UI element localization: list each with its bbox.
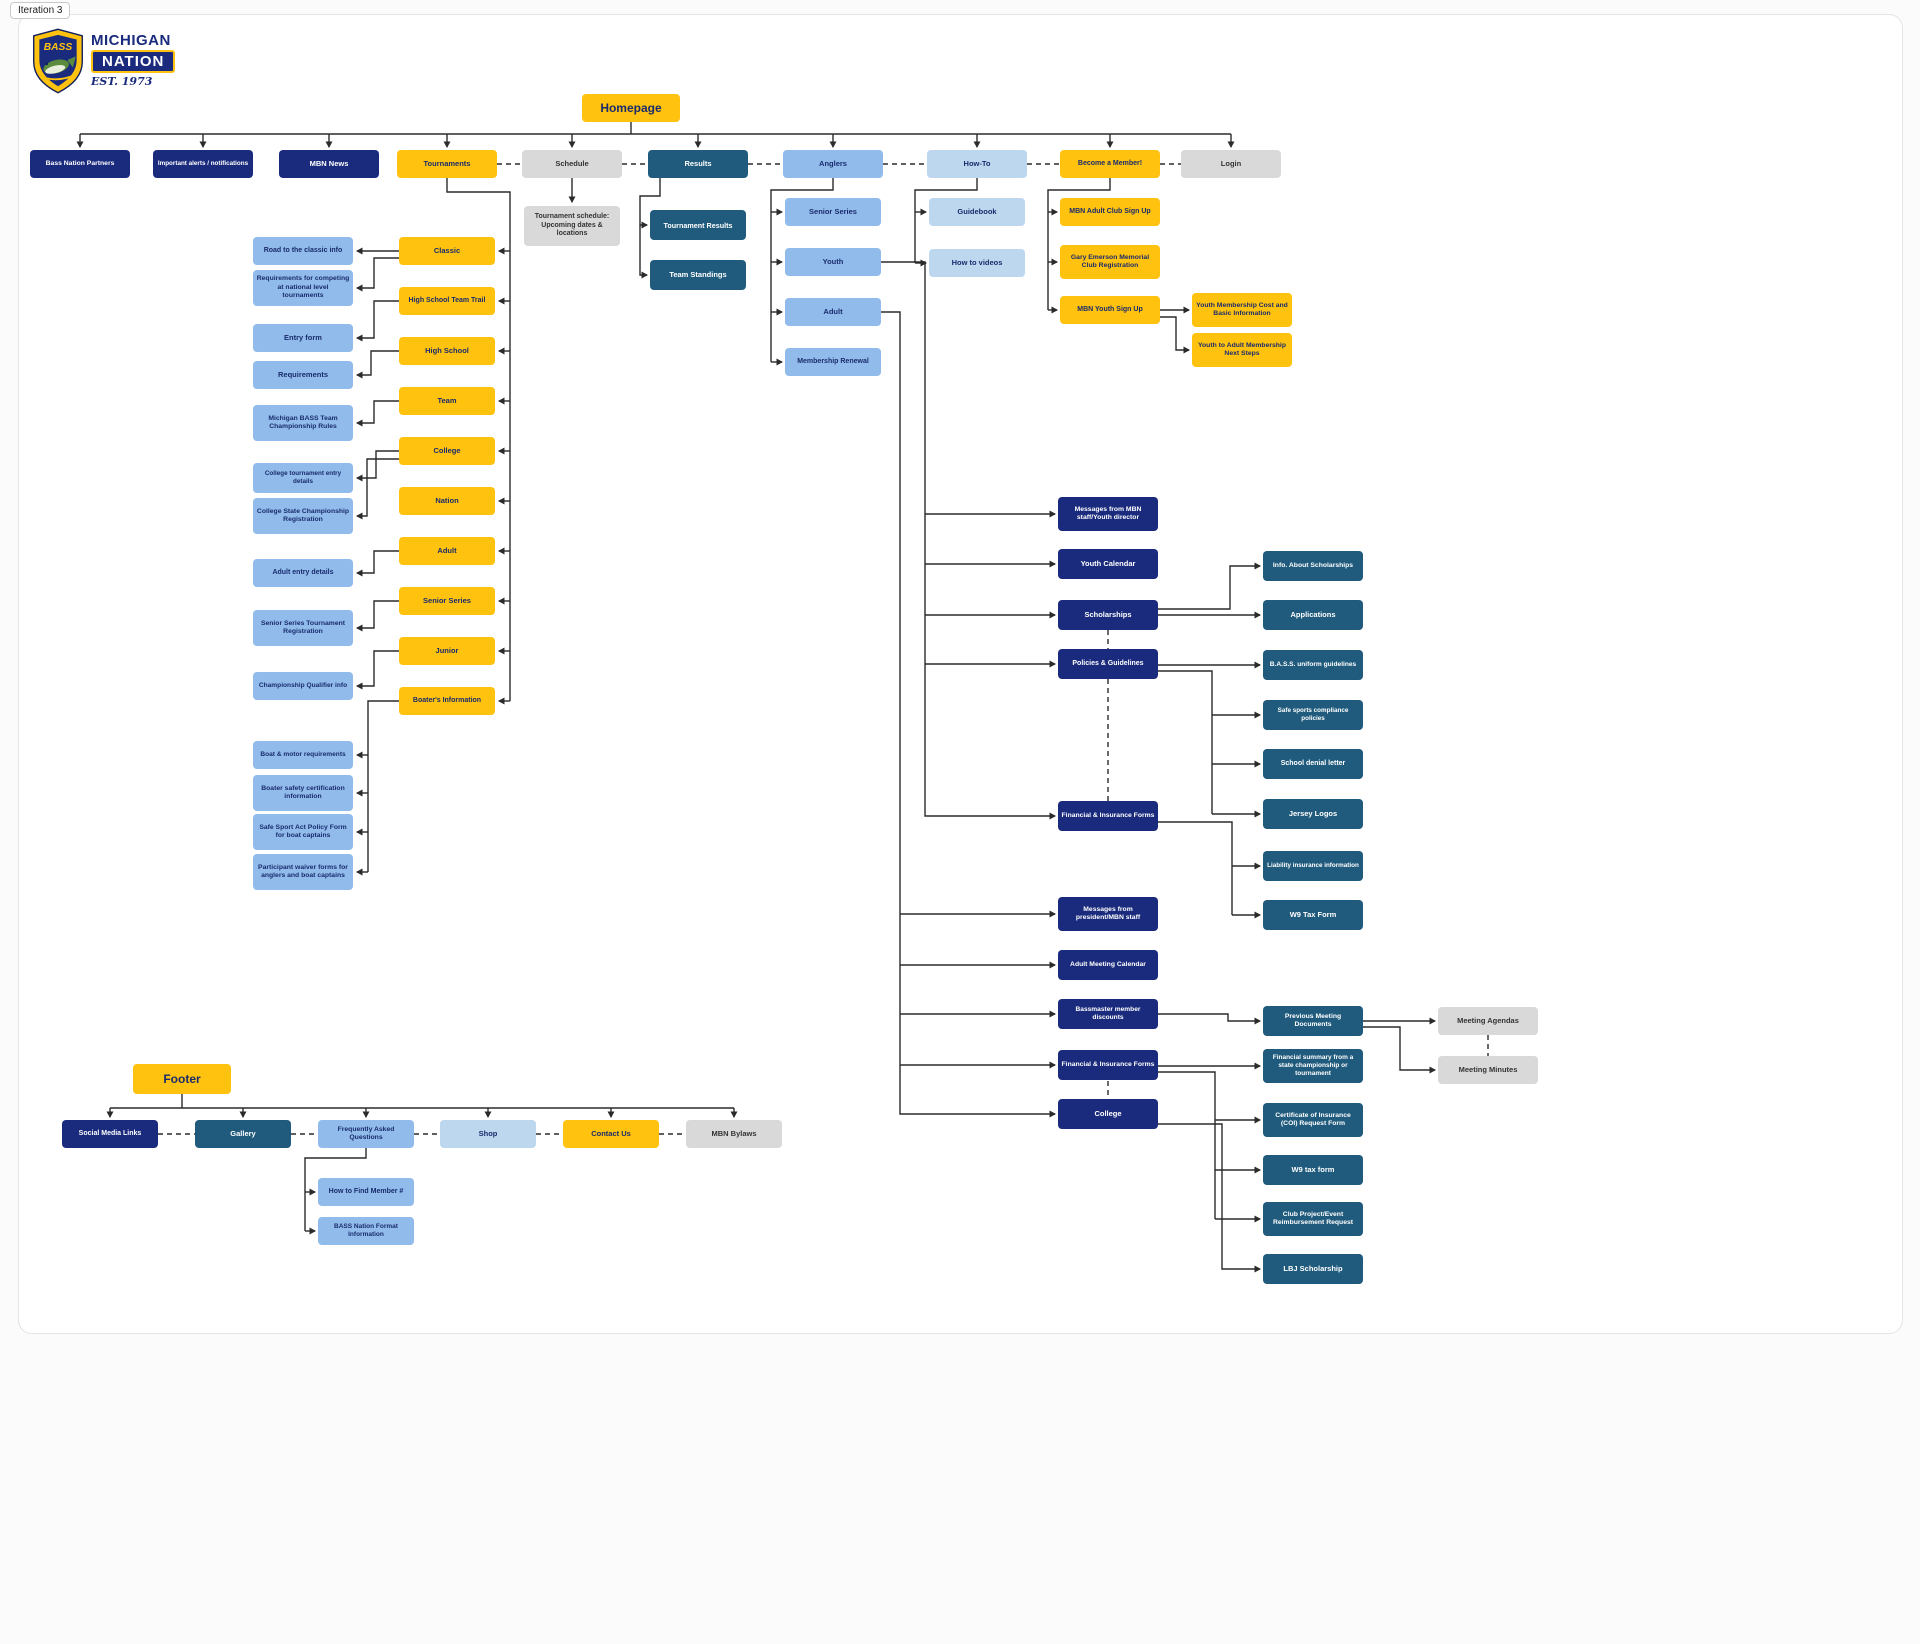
bass-fish-icon (40, 56, 76, 81)
node-lbj-scholarship[interactable]: LBJ Scholarship (1263, 1254, 1363, 1284)
node-tournaments[interactable]: Tournaments (397, 150, 497, 178)
node-fin-ins-youth[interactable]: Financial & Insurance Forms (1058, 801, 1158, 831)
node-social-media[interactable]: Social Media Links (62, 1120, 158, 1148)
node-shop[interactable]: Shop (440, 1120, 536, 1148)
logo-est-text: EST. 1973 (91, 75, 153, 88)
node-school-denial[interactable]: School denial letter (1263, 749, 1363, 779)
node-nation[interactable]: Nation (399, 487, 495, 515)
node-meeting-minutes[interactable]: Meeting Minutes (1438, 1056, 1538, 1084)
node-news[interactable]: MBN News (279, 150, 379, 178)
node-fin-ins-adult[interactable]: Financial & Insurance Forms (1058, 1050, 1158, 1080)
node-info-scholarships[interactable]: Info. About Scholarships (1263, 551, 1363, 581)
node-adult-meeting-cal[interactable]: Adult Meeting Calendar (1058, 950, 1158, 980)
node-college-t[interactable]: College (399, 437, 495, 465)
node-howto[interactable]: How-To (927, 150, 1027, 178)
node-policies[interactable]: Policies & Guidelines (1058, 649, 1158, 679)
node-adult-t[interactable]: Adult (399, 537, 495, 565)
node-senior-series-t[interactable]: Senior Series (399, 587, 495, 615)
node-college-state-reg[interactable]: College State Championship Registration (253, 498, 353, 534)
node-bass-uniform[interactable]: B.A.S.S. uniform guidelines (1263, 650, 1363, 680)
node-find-member[interactable]: How to Find Member # (318, 1178, 414, 1206)
node-entry-form[interactable]: Entry form (253, 324, 353, 352)
node-team-champ-rules[interactable]: Michigan BASS Team Championship Rules (253, 405, 353, 441)
node-requirements[interactable]: Requirements (253, 361, 353, 389)
node-college-entry[interactable]: College tournament entry details (253, 463, 353, 493)
node-youth-calendar[interactable]: Youth Calendar (1058, 549, 1158, 579)
node-scholarships[interactable]: Scholarships (1058, 600, 1158, 630)
node-bassmaster-discounts[interactable]: Bassmaster member discounts (1058, 999, 1158, 1029)
node-youth[interactable]: Youth (785, 248, 881, 276)
logo-michigan-text: MICHIGAN (91, 32, 171, 49)
logo-nation-text: NATION (91, 50, 176, 73)
node-tournament-results[interactable]: Tournament Results (650, 210, 746, 240)
node-membership-renewal[interactable]: Membership Renewal (785, 348, 881, 376)
node-college-a[interactable]: College (1058, 1099, 1158, 1129)
node-safe-sport-form[interactable]: Safe Sport Act Policy Form for boat capt… (253, 814, 353, 850)
node-gallery[interactable]: Gallery (195, 1120, 291, 1148)
node-coi-request[interactable]: Certificate of Insurance (COI) Request F… (1263, 1103, 1363, 1137)
node-w9-tax-2[interactable]: W9 tax form (1263, 1155, 1363, 1185)
node-adult-entry[interactable]: Adult entry details (253, 559, 353, 587)
node-howto-videos[interactable]: How to videos (929, 249, 1025, 277)
node-adult-a[interactable]: Adult (785, 298, 881, 326)
node-schedule[interactable]: Schedule (522, 150, 622, 178)
node-youth-next[interactable]: Youth to Adult Membership Next Steps (1192, 333, 1292, 367)
node-results[interactable]: Results (648, 150, 748, 178)
node-gary-emerson[interactable]: Gary Emerson Memorial Club Registration (1060, 245, 1160, 279)
node-team-standings[interactable]: Team Standings (650, 260, 746, 290)
node-meeting-agendas[interactable]: Meeting Agendas (1438, 1007, 1538, 1035)
logo-wordmark: MICHIGAN NATION EST. 1973 (91, 28, 176, 88)
shield-bass-text: BASS (44, 42, 73, 53)
node-boater-safety[interactable]: Boater safety certification information (253, 775, 353, 811)
node-fin-summary[interactable]: Financial summary from a state champions… (1263, 1049, 1363, 1083)
node-hs-team-trail[interactable]: High School Team Trail (399, 287, 495, 315)
node-bylaws[interactable]: MBN Bylaws (686, 1120, 782, 1148)
node-senior-series-a[interactable]: Senior Series (785, 198, 881, 226)
node-youth-cost[interactable]: Youth Membership Cost and Basic Informat… (1192, 293, 1292, 327)
node-team[interactable]: Team (399, 387, 495, 415)
node-senior-reg[interactable]: Senior Series Tournament Registration (253, 610, 353, 646)
node-w9-tax[interactable]: W9 Tax Form (1263, 900, 1363, 930)
node-champ-qualifier[interactable]: Championship Qualifier info (253, 672, 353, 700)
node-boat-motor[interactable]: Boat & motor requirements (253, 741, 353, 769)
node-club-reimb[interactable]: Club Project/Event Reimbursement Request (1263, 1202, 1363, 1236)
node-adult-club-signup[interactable]: MBN Adult Club Sign Up (1060, 198, 1160, 226)
node-road-classic[interactable]: Road to the classic info (253, 237, 353, 265)
bass-shield-icon: BASS (33, 28, 83, 94)
mbn-logo: BASS MICHIGAN NATION EST. 1973 (30, 28, 176, 94)
node-anglers[interactable]: Anglers (783, 150, 883, 178)
node-format-info[interactable]: BASS Nation Format Information (318, 1217, 414, 1245)
node-classic[interactable]: Classic (399, 237, 495, 265)
node-homepage[interactable]: Homepage (582, 94, 680, 122)
node-footer[interactable]: Footer (133, 1064, 231, 1094)
node-safe-sports[interactable]: Safe sports compliance policies (1263, 700, 1363, 730)
node-boaters-info[interactable]: Boater's Information (399, 687, 495, 715)
node-youth-signup[interactable]: MBN Youth Sign Up (1060, 296, 1160, 324)
node-applications[interactable]: Applications (1263, 600, 1363, 630)
node-msg-youth[interactable]: Messages from MBN staff/Youth director (1058, 497, 1158, 531)
node-req-national[interactable]: Requirements for competing at national l… (253, 270, 353, 306)
iteration-label: Iteration 3 (10, 2, 71, 19)
node-faq[interactable]: Frequently Asked Questions (318, 1120, 414, 1148)
node-high-school[interactable]: High School (399, 337, 495, 365)
node-prev-meeting-docs[interactable]: Previous Meeting Documents (1263, 1006, 1363, 1036)
node-junior[interactable]: Junior (399, 637, 495, 665)
node-login[interactable]: Login (1181, 150, 1281, 178)
node-alerts[interactable]: Important alerts / notifications (153, 150, 253, 178)
node-partners[interactable]: Bass Nation Partners (30, 150, 130, 178)
node-msg-president[interactable]: Messages from president/MBN staff (1058, 897, 1158, 931)
node-schedule-info[interactable]: Tournament schedule: Upcoming dates & lo… (524, 206, 620, 246)
node-member[interactable]: Become a Member! (1060, 150, 1160, 178)
node-liability-ins[interactable]: Liability insurance information (1263, 851, 1363, 881)
node-contact[interactable]: Contact Us (563, 1120, 659, 1148)
node-participant-waiver[interactable]: Participant waiver forms for anglers and… (253, 854, 353, 890)
node-jersey-logos[interactable]: Jersey Logos (1263, 799, 1363, 829)
node-guidebook[interactable]: Guidebook (929, 198, 1025, 226)
